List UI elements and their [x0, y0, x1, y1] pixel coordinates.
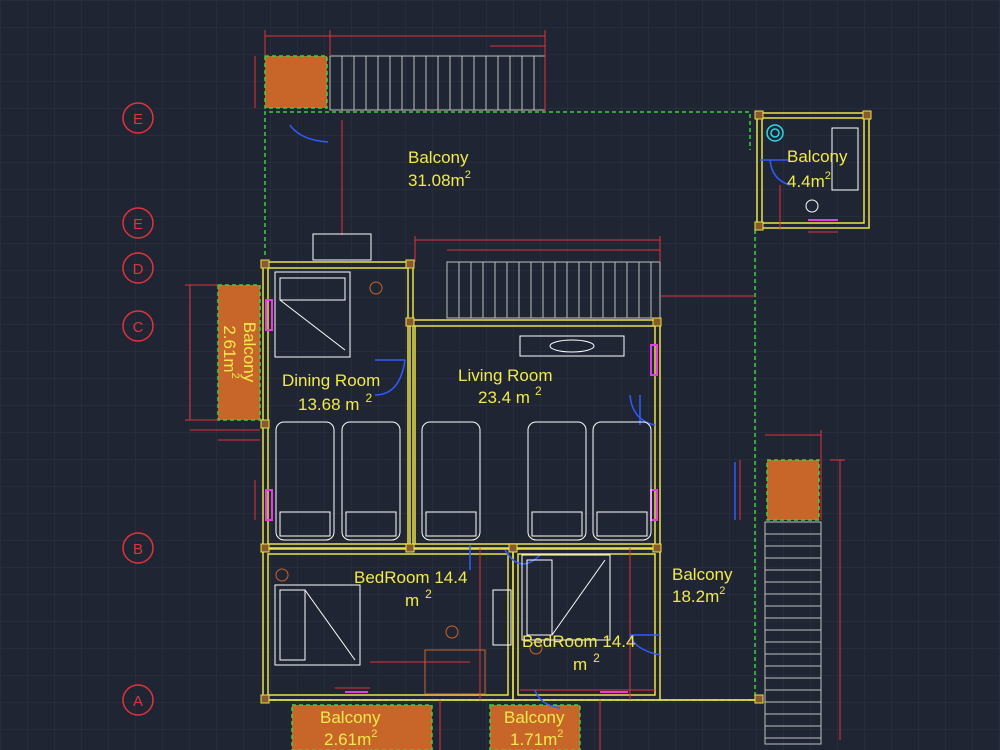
armchair-seat	[345, 511, 397, 537]
balcony-bottom-left-area: 2.61m2	[324, 728, 377, 749]
bed-bedroom-1	[274, 584, 361, 666]
armchair	[341, 421, 401, 541]
balcony-bottom-mid-fill	[489, 704, 581, 750]
bedroom-1-name: BedRoom 14.4	[354, 568, 467, 587]
armchair-seat	[596, 511, 648, 537]
armchair	[527, 421, 587, 541]
balcony-fills	[217, 55, 820, 750]
balcony-left-fill	[217, 284, 261, 421]
axis-label-e2: E	[133, 216, 143, 233]
armchair	[275, 421, 335, 541]
landing-right-fill	[766, 459, 820, 521]
axis-label-d: D	[133, 261, 144, 278]
plants	[275, 281, 543, 655]
dining-room-name: Dining Room	[282, 371, 380, 390]
room-labels: Balcony 31.08m2 Balcony 4.4m2 Balcony 2.…	[220, 147, 848, 749]
balcony-small-area: 4.4m2	[787, 170, 831, 191]
balcony-left-area: 2.61m2	[220, 325, 241, 378]
doors	[289, 124, 791, 709]
axis-label-e: E	[133, 111, 143, 128]
axis-label-b: B	[133, 541, 143, 558]
axis-marker-e2: E	[122, 207, 154, 239]
armchair-seat	[531, 511, 583, 537]
stair-top	[329, 55, 546, 111]
bathtub	[831, 127, 859, 191]
landing-top-fill	[264, 55, 328, 109]
desk	[424, 649, 486, 695]
axis-marker-c: C	[122, 310, 154, 342]
armchair-seat	[425, 511, 477, 537]
walls	[262, 112, 870, 701]
balcony-bottom-mid-area: 1.71m2	[510, 728, 563, 749]
balcony-top-area: 31.08m2	[408, 169, 471, 190]
balcony-bottom-left-name: Balcony	[320, 708, 381, 727]
balcony-right-area: 18.2m2	[672, 585, 725, 606]
furniture	[274, 127, 859, 695]
tv-unit	[519, 335, 625, 357]
balcony-left-label: Balcony 2.61m2	[220, 322, 259, 383]
balcony-bottom-left-fill	[291, 704, 433, 750]
axis-label-a: A	[133, 693, 143, 710]
sofa-top	[312, 233, 372, 261]
axis-marker-e: E	[122, 102, 154, 134]
balcony-small-name: Balcony	[787, 147, 848, 166]
living-room-name: Living Room	[458, 366, 553, 385]
bed-bedroom-2	[521, 554, 611, 641]
window-accents	[265, 219, 838, 693]
axis-label-c: C	[133, 319, 144, 336]
bed-dining	[274, 271, 351, 358]
bath-fixtures	[766, 124, 784, 142]
balcony-left-name: Balcony	[240, 322, 259, 383]
armchair	[592, 421, 652, 541]
armchair	[421, 421, 481, 541]
dimension-lines	[185, 30, 845, 750]
bedroom-2-name: BedRoom 14.4	[522, 632, 635, 651]
axis-marker-a: A	[122, 684, 154, 716]
balcony-top-name: Balcony	[408, 148, 469, 167]
column-markers	[260, 110, 872, 704]
wardrobe	[492, 589, 512, 646]
stair-middle	[446, 261, 661, 319]
stair-right	[764, 521, 822, 745]
balcony-right-name: Balcony	[672, 565, 733, 584]
balcony-bottom-mid-name: Balcony	[504, 708, 565, 727]
axis-marker-b: B	[122, 532, 154, 564]
axis-marker-d: D	[122, 252, 154, 284]
armchair-seat	[279, 511, 331, 537]
axis-markers: E E D C B A	[122, 102, 154, 716]
